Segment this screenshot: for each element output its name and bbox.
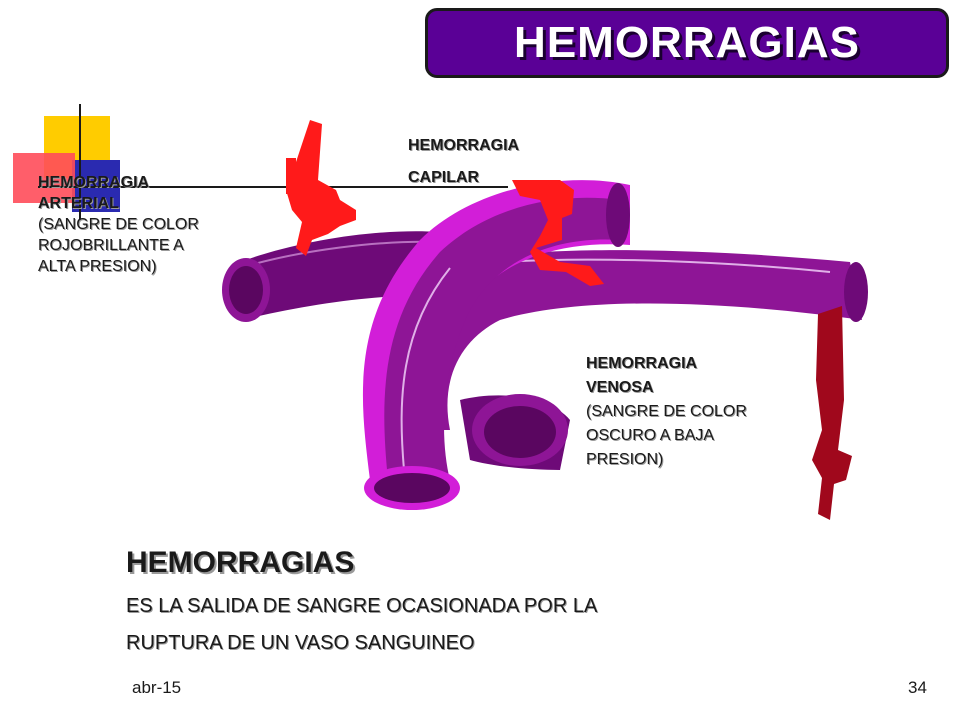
- decor-horizontal-line: [38, 186, 508, 188]
- arterial-blood-drip: [286, 120, 356, 256]
- definition-line2: RUPTURA DE UN VASO SANGUINEO: [126, 632, 475, 654]
- label-capillary-line1: HEMORRAGIA: [408, 137, 520, 154]
- label-arterial-line1: HEMORRAGIA: [38, 174, 150, 191]
- label-venous-line1: HEMORRAGIA: [586, 355, 698, 372]
- label-capillary: HEMORRAGIA CAPILAR: [408, 130, 519, 194]
- definition-line1: ES LA SALIDA DE SANGRE OCASIONADA POR LA: [126, 595, 598, 617]
- capillary-vessel: [362, 180, 630, 510]
- label-venous: HEMORRAGIA VENOSA (SANGRE DE COLOR OSCUR…: [586, 352, 747, 472]
- label-arterial-line5: ALTA PRESION): [38, 258, 157, 275]
- label-arterial: HEMORRAGIA ARTERIAL (SANGRE DE COLOR ROJ…: [38, 172, 199, 277]
- footer-page-number: 34: [908, 678, 927, 697]
- definition-heading: HEMORRAGIAS: [126, 546, 355, 579]
- footer-date: abr-15: [132, 678, 182, 697]
- label-arterial-line2: ARTERIAL: [38, 195, 119, 212]
- capillary-blood-drip: [512, 180, 604, 286]
- label-capillary-line2: CAPILAR: [408, 169, 480, 186]
- label-venous-line3: (SANGRE DE COLOR: [586, 403, 747, 420]
- definition-text: ES LA SALIDA DE SANGRE OCASIONADA POR LA…: [126, 588, 597, 662]
- label-arterial-line3: (SANGRE DE COLOR: [38, 216, 199, 233]
- title-banner: HEMORRAGIAS: [425, 8, 949, 78]
- label-venous-line2: VENOSA: [586, 379, 654, 396]
- label-arterial-line4: ROJOBRILLANTE A: [38, 237, 184, 254]
- decor-red-square: [13, 153, 75, 203]
- venous-blood-drip: [812, 306, 852, 520]
- decor-vertical-line: [79, 104, 81, 220]
- page-title: HEMORRAGIAS: [514, 18, 860, 67]
- label-venous-line5: PRESION): [586, 451, 664, 468]
- lower-vessel-loop: [460, 394, 570, 470]
- label-venous-line4: OSCURO A BAJA: [586, 427, 715, 444]
